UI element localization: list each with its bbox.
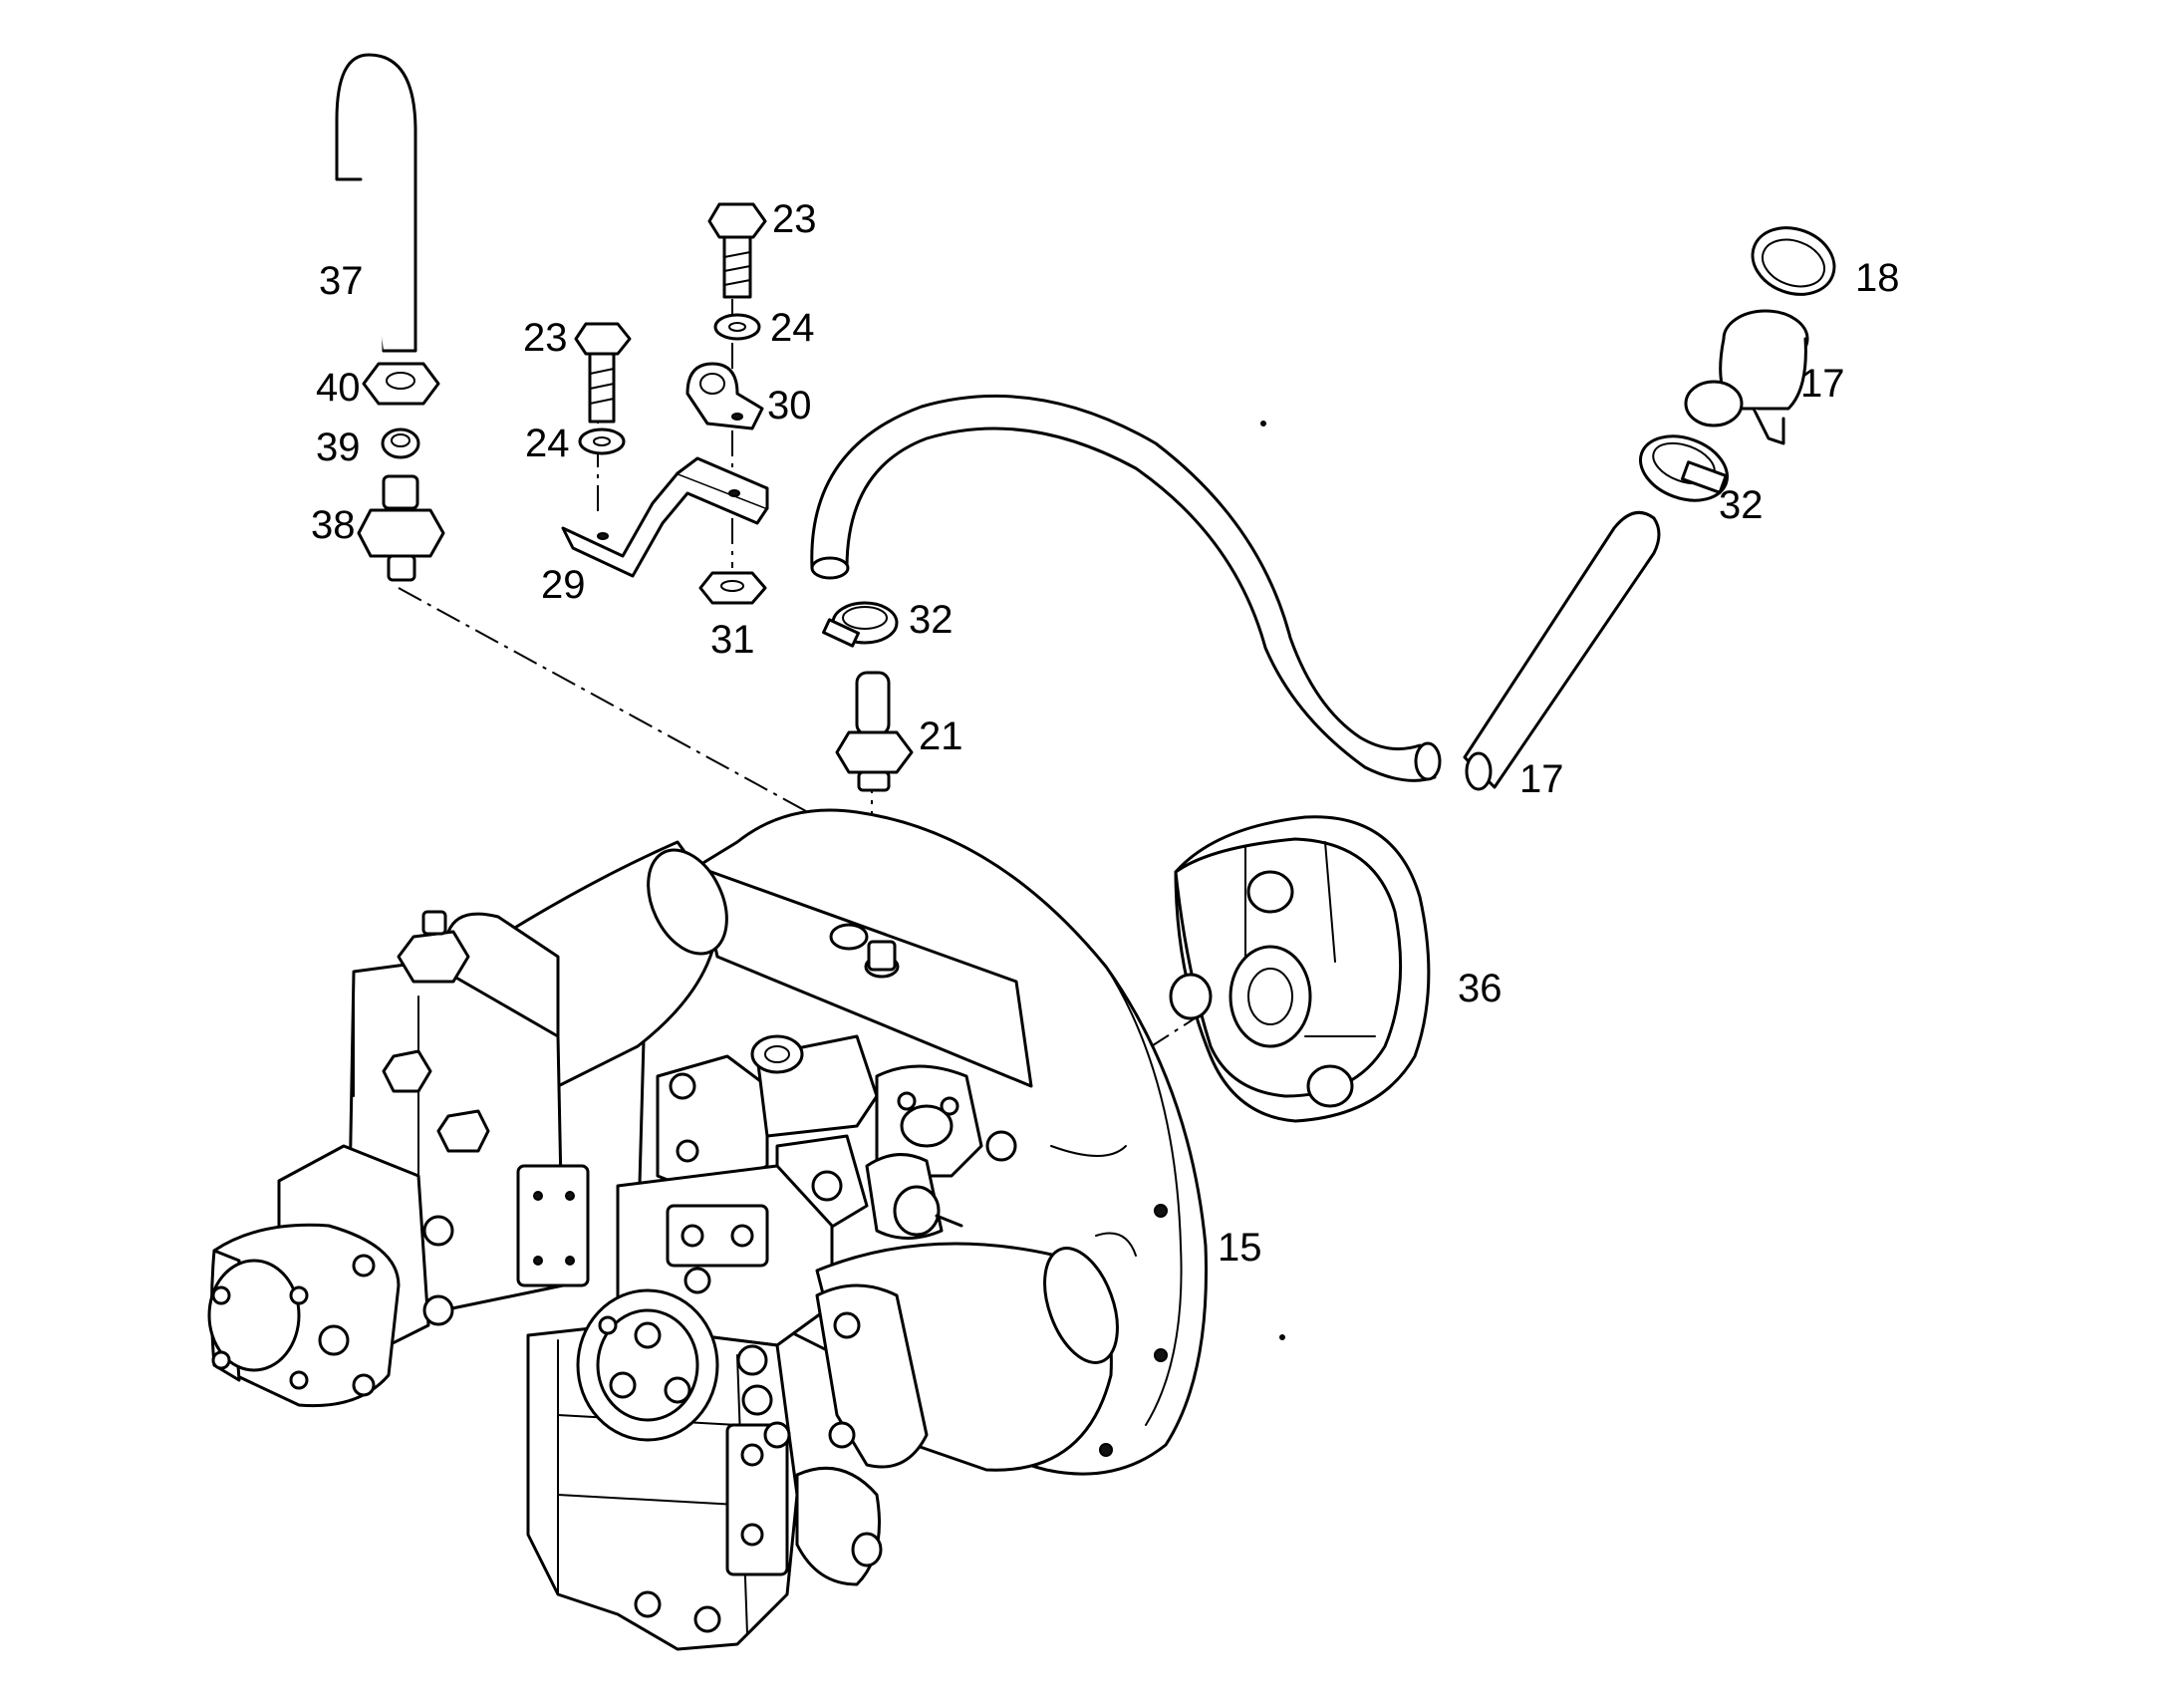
part-40-nut xyxy=(362,362,440,406)
part-37-hook-pipe xyxy=(335,53,417,353)
callout-15: 15 xyxy=(1218,1226,1262,1270)
callout-labels: 37 40 39 38 23 24 29 23 24 30 31 32 21 1… xyxy=(311,197,1900,1270)
callout-21: 21 xyxy=(919,714,963,758)
callout-24-right: 24 xyxy=(770,306,815,350)
callout-30: 30 xyxy=(767,384,812,427)
part-38-fitting xyxy=(357,474,445,582)
callout-17-cap: 17 xyxy=(1800,362,1845,406)
speck xyxy=(1279,1334,1285,1340)
part-31-nut xyxy=(698,571,767,605)
callout-23-right: 23 xyxy=(772,197,817,241)
part-23-bolt-left xyxy=(574,322,632,424)
callout-17-hose: 17 xyxy=(1519,757,1564,801)
callout-18: 18 xyxy=(1855,256,1900,300)
part-17-filler-cap xyxy=(1684,309,1809,445)
callout-37: 37 xyxy=(319,259,364,303)
part-39-olive-ring xyxy=(381,427,420,459)
part-17-long-hose xyxy=(810,394,1442,782)
part-17-short-hose xyxy=(1463,510,1661,791)
part-29-bracket xyxy=(561,456,769,578)
part-24-washer-right xyxy=(713,313,761,341)
callout-29: 29 xyxy=(541,563,586,607)
part-15-pump-assembly xyxy=(207,808,1208,1651)
part-23-bolt-right xyxy=(707,202,767,299)
callout-38: 38 xyxy=(311,503,356,547)
part-36-coupling xyxy=(1169,815,1431,1123)
callout-23-left: 23 xyxy=(523,316,568,360)
callout-40: 40 xyxy=(316,366,361,410)
callout-36: 36 xyxy=(1458,967,1502,1010)
part-30-clamp xyxy=(685,362,764,430)
callout-31: 31 xyxy=(710,618,755,662)
part-32-hose-clamp-right xyxy=(1638,434,1730,502)
speck xyxy=(1260,421,1266,426)
callout-24-left: 24 xyxy=(525,422,570,465)
part-21-hose-adapter xyxy=(835,671,914,792)
callout-32-right: 32 xyxy=(1719,483,1764,527)
part-18-ring xyxy=(1751,226,1836,296)
callout-32-center: 32 xyxy=(909,598,954,642)
part-24-washer-left xyxy=(578,427,626,455)
part-32-hose-clamp-center xyxy=(822,601,899,648)
callout-39: 39 xyxy=(316,426,361,469)
